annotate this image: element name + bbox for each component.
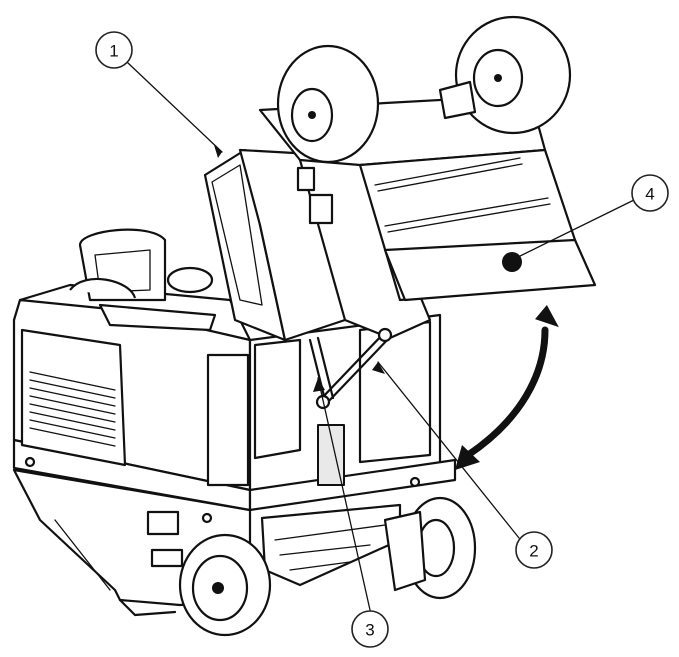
front-wheel: [178, 533, 272, 637]
callout-2: 2: [515, 531, 553, 569]
hopper-wheels: [276, 15, 572, 164]
callout-2-label: 2: [529, 542, 538, 561]
callout-4: 4: [631, 174, 669, 212]
hopper-marker-dot: [502, 252, 522, 272]
leader-lines: [127, 62, 635, 611]
callout-1-label: 1: [109, 42, 118, 61]
machine-drawing: [12, 15, 597, 637]
callout-4-label: 4: [645, 185, 654, 204]
callout-3: 3: [351, 610, 389, 648]
callout-1: 1: [95, 31, 133, 69]
grille-slats: [29, 371, 116, 447]
rear-wheel: [383, 496, 477, 600]
operator-seat: [18, 228, 252, 342]
callout-3-label: 3: [365, 621, 374, 640]
tilt-arrow-icon: [455, 305, 559, 470]
side-brush: [260, 503, 402, 587]
raised-hopper: [203, 93, 597, 342]
